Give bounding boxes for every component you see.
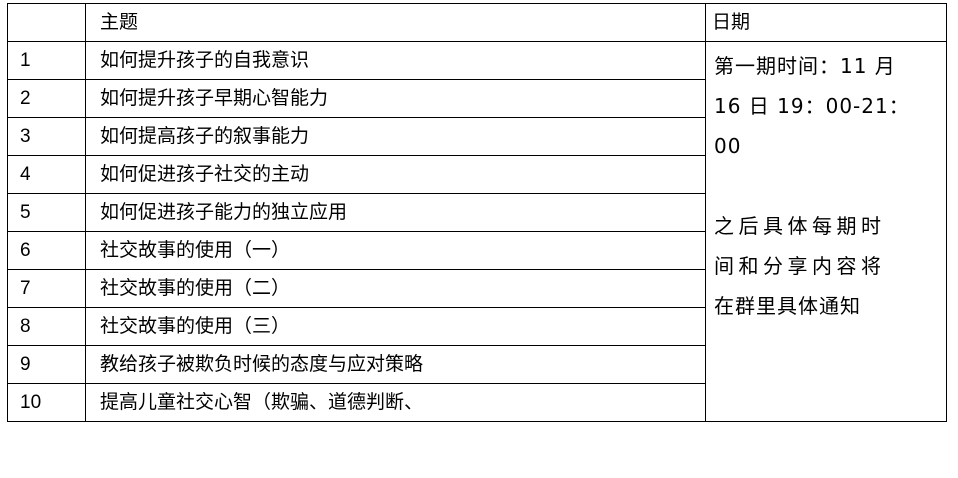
header-num-cell — [7, 3, 86, 42]
row-topic: 提高儿童社交心智（欺骗、道德判断、 — [85, 383, 706, 422]
date-first-session-time-line: 16 日 19：00-21： — [714, 94, 910, 118]
row-number: 9 — [7, 345, 86, 384]
row-number: 10 — [7, 383, 86, 422]
row-number: 8 — [7, 307, 86, 346]
date-spacer — [714, 166, 940, 206]
row-topic: 如何提高孩子的叙事能力 — [85, 117, 706, 156]
table-row: 7 社交故事的使用（二） — [7, 269, 947, 308]
table-row: 10 提高儿童社交心智（欺骗、道德判断、 — [7, 383, 947, 422]
header-date-cell: 日期 — [705, 3, 947, 42]
table-row: 8 社交故事的使用（三） — [7, 307, 947, 346]
row-number: 3 — [7, 117, 86, 156]
row-number: 6 — [7, 231, 86, 270]
header-topic-cell: 主题 — [85, 3, 706, 42]
table-row: 5 如何促进孩子能力的独立应用 — [7, 193, 947, 232]
row-topic: 如何促进孩子能力的独立应用 — [85, 193, 706, 232]
date-note-line: 间和分享内容将 — [714, 254, 886, 278]
table-row: 9 教给孩子被欺负时候的态度与应对策略 — [7, 345, 947, 384]
row-topic: 社交故事的使用（一） — [85, 231, 706, 270]
date-note-line: 之后具体每期时 — [714, 214, 886, 238]
table-row: 6 社交故事的使用（一） — [7, 231, 947, 270]
header-row: 主题 日期 — [7, 3, 947, 42]
row-number: 7 — [7, 269, 86, 308]
table-row: 3 如何提高孩子的叙事能力 — [7, 117, 947, 156]
table-row: 4 如何促进孩子社交的主动 — [7, 155, 947, 194]
schedule-table: 主题 日期 1 如何提升孩子的自我意识 第一期时间：11 月 16 日 19：0… — [7, 3, 947, 422]
row-number: 1 — [7, 41, 86, 80]
table-row: 1 如何提升孩子的自我意识 第一期时间：11 月 16 日 19：00-21： … — [7, 41, 947, 422]
row-number: 4 — [7, 155, 86, 194]
date-note-line: 在群里具体通知 — [714, 294, 861, 318]
row-number: 5 — [7, 193, 86, 232]
date-first-session-end-line: 00 — [714, 134, 742, 158]
row-topic: 如何提升孩子早期心智能力 — [85, 79, 706, 118]
date-first-session-line: 第一期时间：11 月 — [714, 54, 896, 78]
row-number: 2 — [7, 79, 86, 118]
date-info-cell: 第一期时间：11 月 16 日 19：00-21： 00 之后具体每期时 间和分… — [705, 41, 947, 422]
row-topic: 如何促进孩子社交的主动 — [85, 155, 706, 194]
row-topic: 社交故事的使用（二） — [85, 269, 706, 308]
row-topic: 教给孩子被欺负时候的态度与应对策略 — [85, 345, 706, 384]
row-topic: 如何提升孩子的自我意识 — [85, 41, 706, 80]
row-topic: 社交故事的使用（三） — [85, 307, 706, 346]
